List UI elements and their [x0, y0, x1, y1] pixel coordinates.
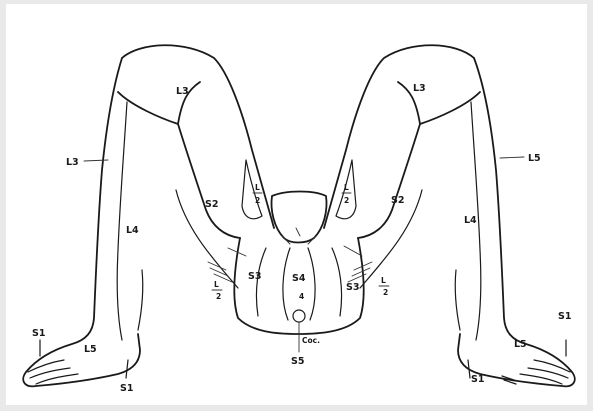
label-l12-lower-left-a: L	[214, 280, 219, 289]
label-l12-lower-right-a: L	[381, 276, 386, 285]
label-l4-left: L4	[126, 225, 139, 236]
label-s4-center: S4	[292, 273, 306, 284]
label-l5-right-side: L5	[528, 153, 541, 164]
label-l3-right-thigh: L3	[413, 83, 426, 94]
label-l12-lower-left-b: 2	[216, 292, 221, 301]
label-l3-left-thigh: L3	[176, 86, 189, 97]
label-s2-left: S2	[205, 199, 218, 210]
label-s3-right: S3	[346, 282, 359, 293]
label-l12-right-a: L	[344, 183, 349, 192]
label-l12-lower-right-b: 2	[383, 288, 388, 297]
label-l5-right-foot: L5	[514, 339, 527, 350]
label-l12-right-b: 2	[344, 196, 349, 205]
right-leg-outline	[324, 45, 575, 386]
label-l12-left-b: 2	[255, 196, 260, 205]
label-s1-left-heel: S1	[120, 383, 133, 394]
label-s5-bottom: S5	[291, 356, 304, 367]
label-l4-right: L4	[464, 215, 477, 226]
left-leg-outline	[23, 45, 274, 386]
label-s2-right: S2	[391, 195, 404, 206]
label-l3-left-side: L3	[66, 157, 79, 168]
label-l5-left-foot: L5	[84, 344, 97, 355]
label-l12-left-a: L	[255, 183, 260, 192]
label-s1-right-toe: S1	[558, 311, 571, 322]
label-coccyx: Coc.	[302, 336, 320, 345]
label-s1-right-heel: S1	[471, 374, 484, 385]
label-s3-left: S3	[248, 271, 261, 282]
pointer-l3-left	[84, 160, 108, 161]
anus-circle	[293, 310, 305, 322]
label-four: 4	[299, 292, 304, 301]
label-s1-left-toe: S1	[32, 328, 45, 339]
pointer-l5-right	[500, 157, 524, 158]
